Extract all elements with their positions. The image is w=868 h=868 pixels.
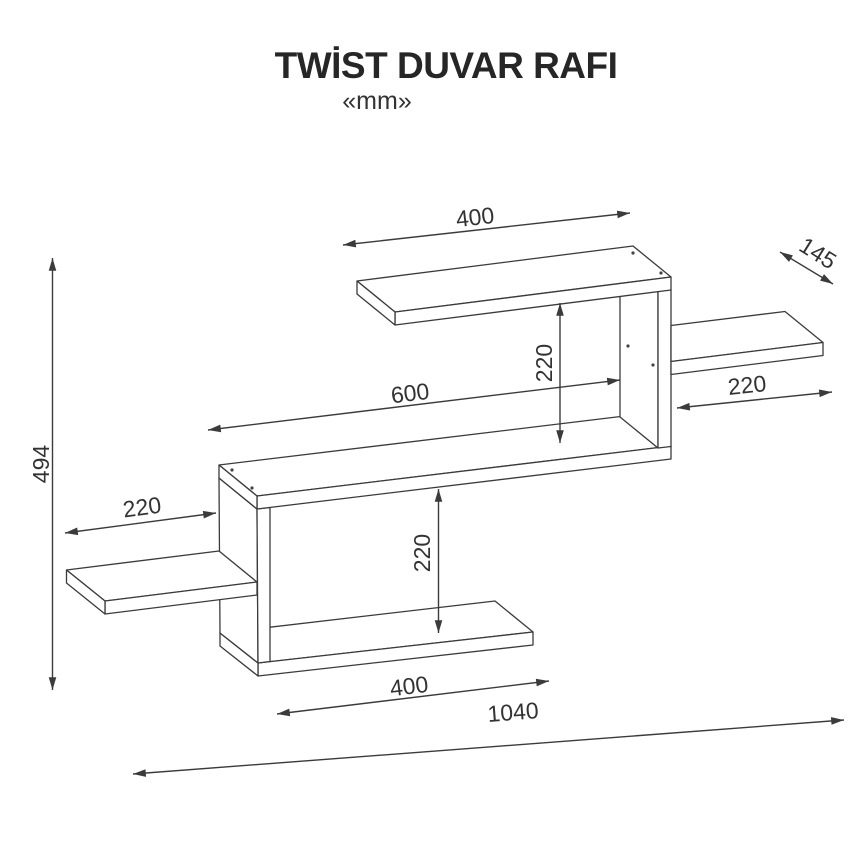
connector-dot <box>631 251 635 255</box>
connector-dot <box>659 271 663 275</box>
page-title: TWİST DUVAR RAFI <box>275 45 618 86</box>
dimension-middle-board-length: 600 <box>207 377 621 433</box>
dimension-label: 220 <box>409 534 435 572</box>
dimension-right-shelf-length: 220 <box>676 370 833 411</box>
dimension-arrow <box>676 389 833 411</box>
dimension-upper-clearance: 220 <box>531 303 564 443</box>
dimension-arrow <box>64 510 217 536</box>
dimension-top-board-length: 400 <box>342 202 631 248</box>
dimension-arrow <box>132 717 845 777</box>
dimension-label: 400 <box>388 671 429 701</box>
dimension-label: 220 <box>121 492 162 523</box>
middle-board <box>218 414 672 510</box>
dimension-arrow <box>207 377 621 433</box>
dimension-lower-clearance: 220 <box>409 489 443 633</box>
dimension-label: 600 <box>389 378 430 408</box>
dimension-board-depth: 145 <box>779 232 841 285</box>
middle-board-end-face <box>218 464 258 510</box>
dimension-label: 220 <box>531 344 557 382</box>
dimension-label: 400 <box>454 202 495 232</box>
dimension-arrow <box>342 210 631 248</box>
dimension-label: 145 <box>795 232 841 274</box>
left-panel-front-edge <box>256 506 271 664</box>
dimension-label: 1040 <box>486 697 539 727</box>
dimension-left-shelf-length: 220 <box>64 492 217 536</box>
connector-dot <box>230 468 234 472</box>
connector-dots <box>230 251 663 490</box>
top-board <box>356 245 672 326</box>
right-shelf-front-face <box>670 341 824 376</box>
unit-label: «mm» <box>342 87 411 115</box>
connector-dot <box>250 486 254 490</box>
shelf-illustration <box>65 245 824 677</box>
left-shelf-end-face <box>65 569 106 615</box>
right-panel-front-edge <box>657 288 672 449</box>
dimension-arrow <box>779 251 834 285</box>
dimension-overall-height: 494 <box>28 258 57 690</box>
right-small-shelf <box>670 310 824 376</box>
left-small-shelf <box>65 550 258 615</box>
dimension-bottom-board-length: 400 <box>276 671 550 717</box>
dimension-arrow <box>276 678 550 717</box>
connector-dot <box>626 344 630 348</box>
dimension-label: 494 <box>28 445 54 484</box>
dimension-overall-width: 1040 <box>132 697 845 777</box>
dimension-label: 220 <box>727 370 768 400</box>
connector-dot <box>651 363 655 367</box>
top-board-end-face <box>356 280 396 326</box>
